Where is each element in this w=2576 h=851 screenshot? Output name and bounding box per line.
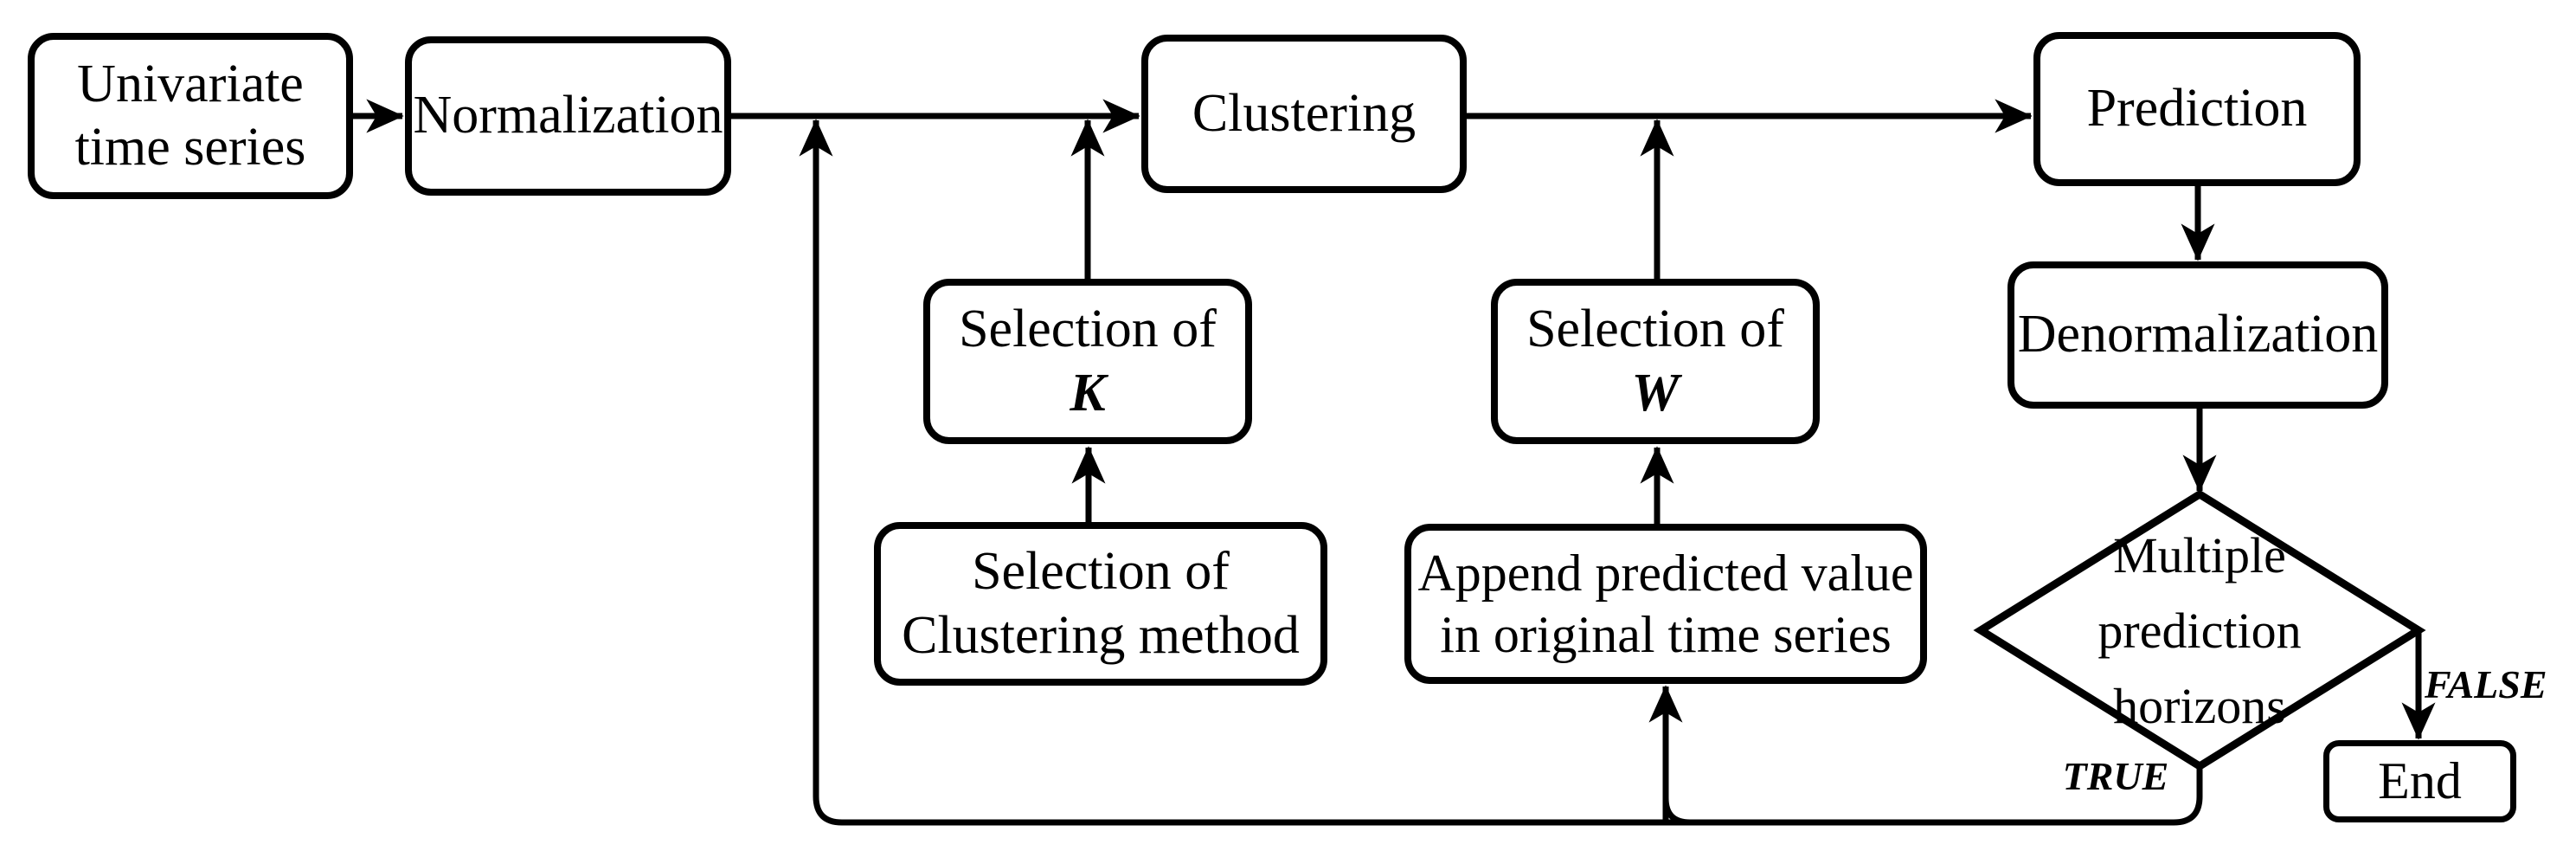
node-end: End (2323, 740, 2516, 822)
node-label-line: Selection of (1526, 300, 1784, 359)
feedback-branch-fillet (1662, 797, 1691, 826)
node-label: Prediction (2086, 79, 2308, 139)
node-label: Clustering (1192, 83, 1416, 143)
node-label: Denormalization (2017, 305, 2379, 364)
node-label-line: Append predicted value (1417, 544, 1914, 602)
node-label: Normalization (413, 86, 723, 145)
node-normalization: Normalization (405, 36, 731, 196)
false-branch-label: FALSE (2425, 662, 2547, 706)
node-selection-of-clustering-method: Selection of Clustering method (874, 522, 1327, 686)
node-selection-of-w: Selection of W (1491, 279, 1820, 444)
node-prediction: Prediction (2033, 32, 2361, 186)
node-clustering: Clustering (1141, 35, 1467, 193)
node-label-line: Clustering method (902, 605, 1300, 665)
node-label-line: Univariate (77, 54, 304, 113)
node-label: End (2378, 752, 2462, 810)
parameter-k-label: K (1070, 363, 1106, 422)
node-append-predicted-value: Append predicted value in original time … (1404, 524, 1927, 684)
node-label-line: in original time series (1440, 605, 1892, 663)
node-label-line: time series (74, 118, 306, 177)
node-selection-of-k: Selection of K (923, 279, 1252, 444)
decision-label-line: horizons (2113, 677, 2286, 734)
decision-multiple-prediction-horizons: Multiple prediction horizons (1983, 513, 2416, 748)
true-branch-label: TRUE (2062, 754, 2169, 798)
node-univariate-time-series: Univariate time series (28, 33, 353, 199)
node-denormalization: Denormalization (2007, 261, 2388, 409)
decision-diamond-shape (1973, 489, 2426, 771)
node-label-line: Selection of (959, 300, 1217, 359)
decision-label-line: Multiple (2113, 526, 2286, 583)
arrow-true-feedback-loop (799, 119, 2203, 826)
parameter-w-label: W (1631, 363, 1680, 422)
node-label-line: Selection of (972, 542, 1230, 602)
decision-label-line: prediction (2097, 602, 2302, 659)
